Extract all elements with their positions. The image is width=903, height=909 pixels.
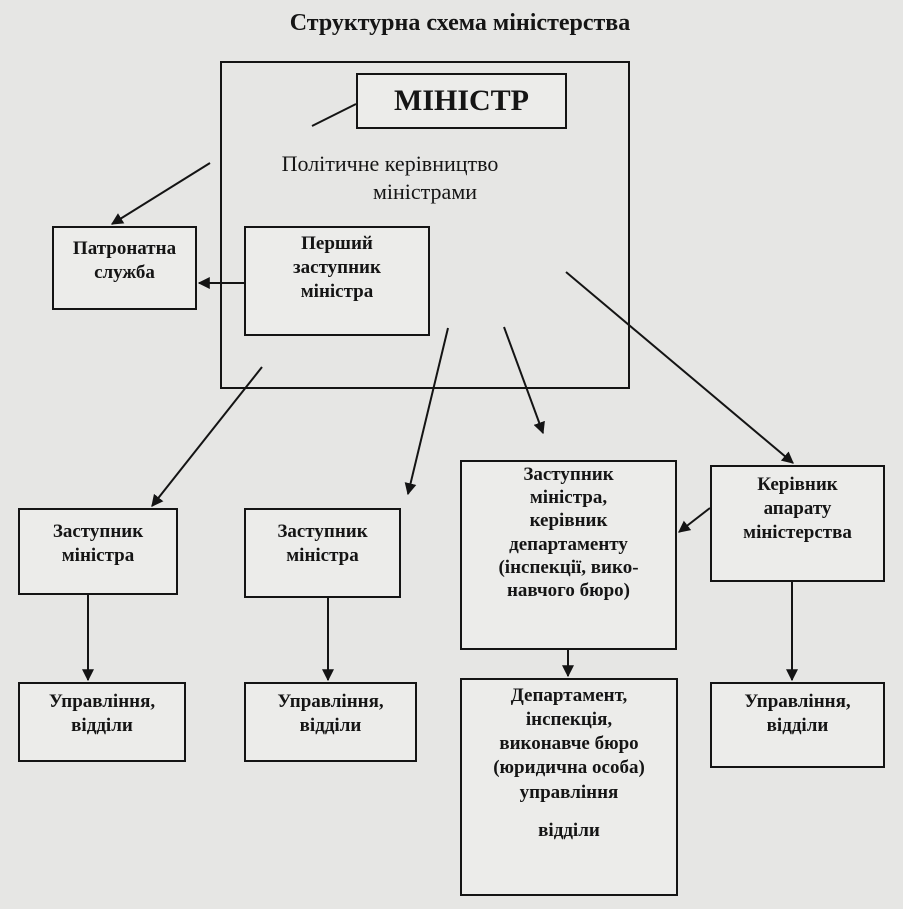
arrow-to-head-of-staff [565,271,794,464]
deputy-head-department-line-2: міністра, [529,487,608,509]
deputy-head-department-line-4: департаменту [509,533,628,555]
patronage-service-label: Патронатна служба [52,237,197,285]
department-box [460,678,678,896]
units-1-box [18,682,186,762]
arrow-staff-to-department-head [678,507,711,533]
department-line-2: інспекція, [525,709,613,731]
units-2-line-2: відділи [299,714,362,736]
deputy-head-department-line-1: Заступник [523,464,614,485]
deputy-head-department-line-5: (інспекції, вико- [498,556,639,578]
head-of-staff-box [710,465,885,582]
patronage-service-line-2: служба [94,261,155,283]
units-2-box [244,682,417,762]
arrow-to-deputy-2 [404,327,449,496]
patronage-service-line-1: Патронатна [72,238,177,259]
department-line-4: (юридична особа) [493,757,645,779]
deputy-minister-2-label: Заступник міністра [244,520,401,568]
deputy-minister-1-line-2: міністра [61,544,135,566]
political-leadership-label: Політичне керівництво міністрами [240,150,540,205]
deputy-minister-2-line-1: Заступник [277,521,368,542]
units-4-line-1: Управління, [744,691,851,712]
units-1-line-1: Управління, [48,691,156,712]
deputy-head-department-line-6: навчого бюро) [506,579,631,601]
department-line-3: виконавче бюро [499,733,639,755]
deputy-head-department-label: Заступник міністра, керівник департамент… [460,463,677,602]
political-leadership-line-2: міністрами [372,178,478,204]
department-label: Департамент, інспекція, виконавче бюро (… [460,684,678,843]
deputy-minister-1-label: Заступник міністра [18,520,178,568]
units-4-line-2: відділи [766,714,829,736]
minister-label: МІНІСТР [394,84,529,117]
arrow-to-deputy-1 [151,366,263,507]
units-4-label: Управління, відділи [710,690,885,738]
diagram-title: Структурна схема міністерства [289,10,631,36]
units-2-line-1: Управління, [277,691,384,712]
patronage-service-box [52,226,197,310]
department-line-6: відділи [538,819,600,841]
ministry-leadership-box [220,61,630,389]
head-of-staff-label: Керівник апарату міністерства [710,473,885,544]
units-4-box [710,682,885,768]
department-line-1: Департамент, [510,685,628,706]
arrow-to-deputy-head-department [503,326,545,435]
first-deputy-line-2: заступник [293,256,381,278]
deputy-head-department-box [460,460,677,650]
first-deputy-box [244,226,430,336]
deputy-minister-2-box [244,508,401,598]
units-1-line-2: відділи [71,714,133,736]
first-deputy-line-3: міністра [300,280,374,302]
first-deputy-line-1: Перший [301,233,373,254]
head-of-staff-line-3: міністерства [743,521,852,543]
arrow-to-patronage [110,162,211,225]
minister-box [356,73,567,129]
deputy-minister-1-line-1: Заступник [52,521,144,542]
connector-minister-leadership [311,103,357,127]
head-of-staff-line-1: Керівник [757,474,838,495]
head-of-staff-line-2: апарату [763,497,832,519]
units-1-label: Управління, відділи [18,690,186,738]
deputy-minister-2-line-2: міністра [286,544,359,566]
deputy-minister-1-box [18,508,178,595]
political-leadership-line-1: Політичне керівництво [281,151,499,176]
deputy-head-department-line-3: керівник [529,510,608,532]
department-line-5: управління [519,781,619,803]
first-deputy-label: Перший заступник міністра [244,232,430,303]
units-2-label: Управління, відділи [244,690,417,738]
